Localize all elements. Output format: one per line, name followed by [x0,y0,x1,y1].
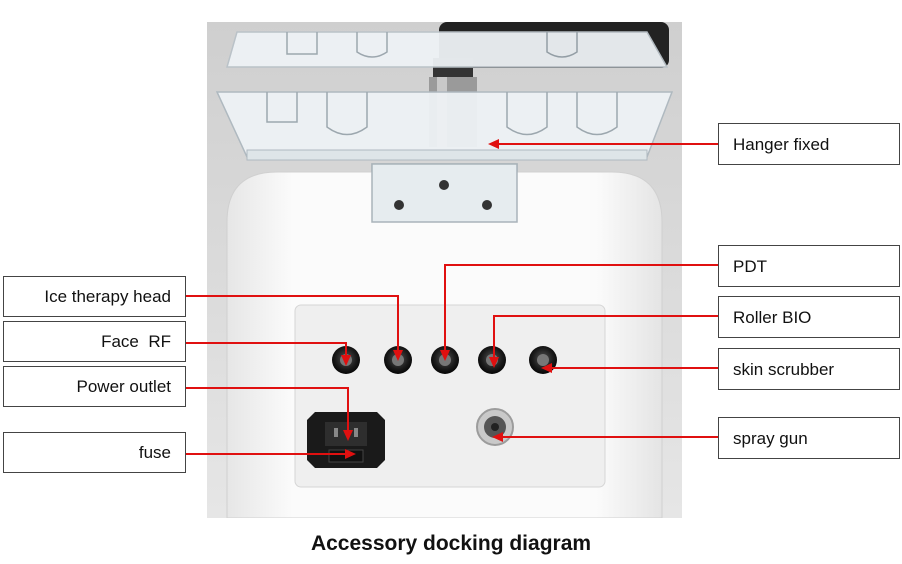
label-fuse: fuse [3,432,186,473]
label-hanger-fixed: Hanger fixed [718,123,900,165]
label-ice-therapy-head: Ice therapy head [3,276,186,317]
label-skin-scrubber: skin scrubber [718,348,900,390]
acrylic-hanger [215,31,674,161]
diagram-caption: Accessory docking diagram [310,532,592,555]
leader-ice-therapy-head [186,295,399,353]
label-spray-gun: spray gun [718,417,900,459]
label-roller-bio: Roller BIO [718,296,900,338]
leader-face-rf [186,342,347,358]
label-face-rf: Face RF [3,321,186,362]
leader-pdt [444,264,718,353]
label-power-outlet: Power outlet [3,366,186,407]
leader-roller-bio [493,315,718,360]
leader-power-outlet [186,387,349,433]
label-pdt: PDT [718,245,900,287]
